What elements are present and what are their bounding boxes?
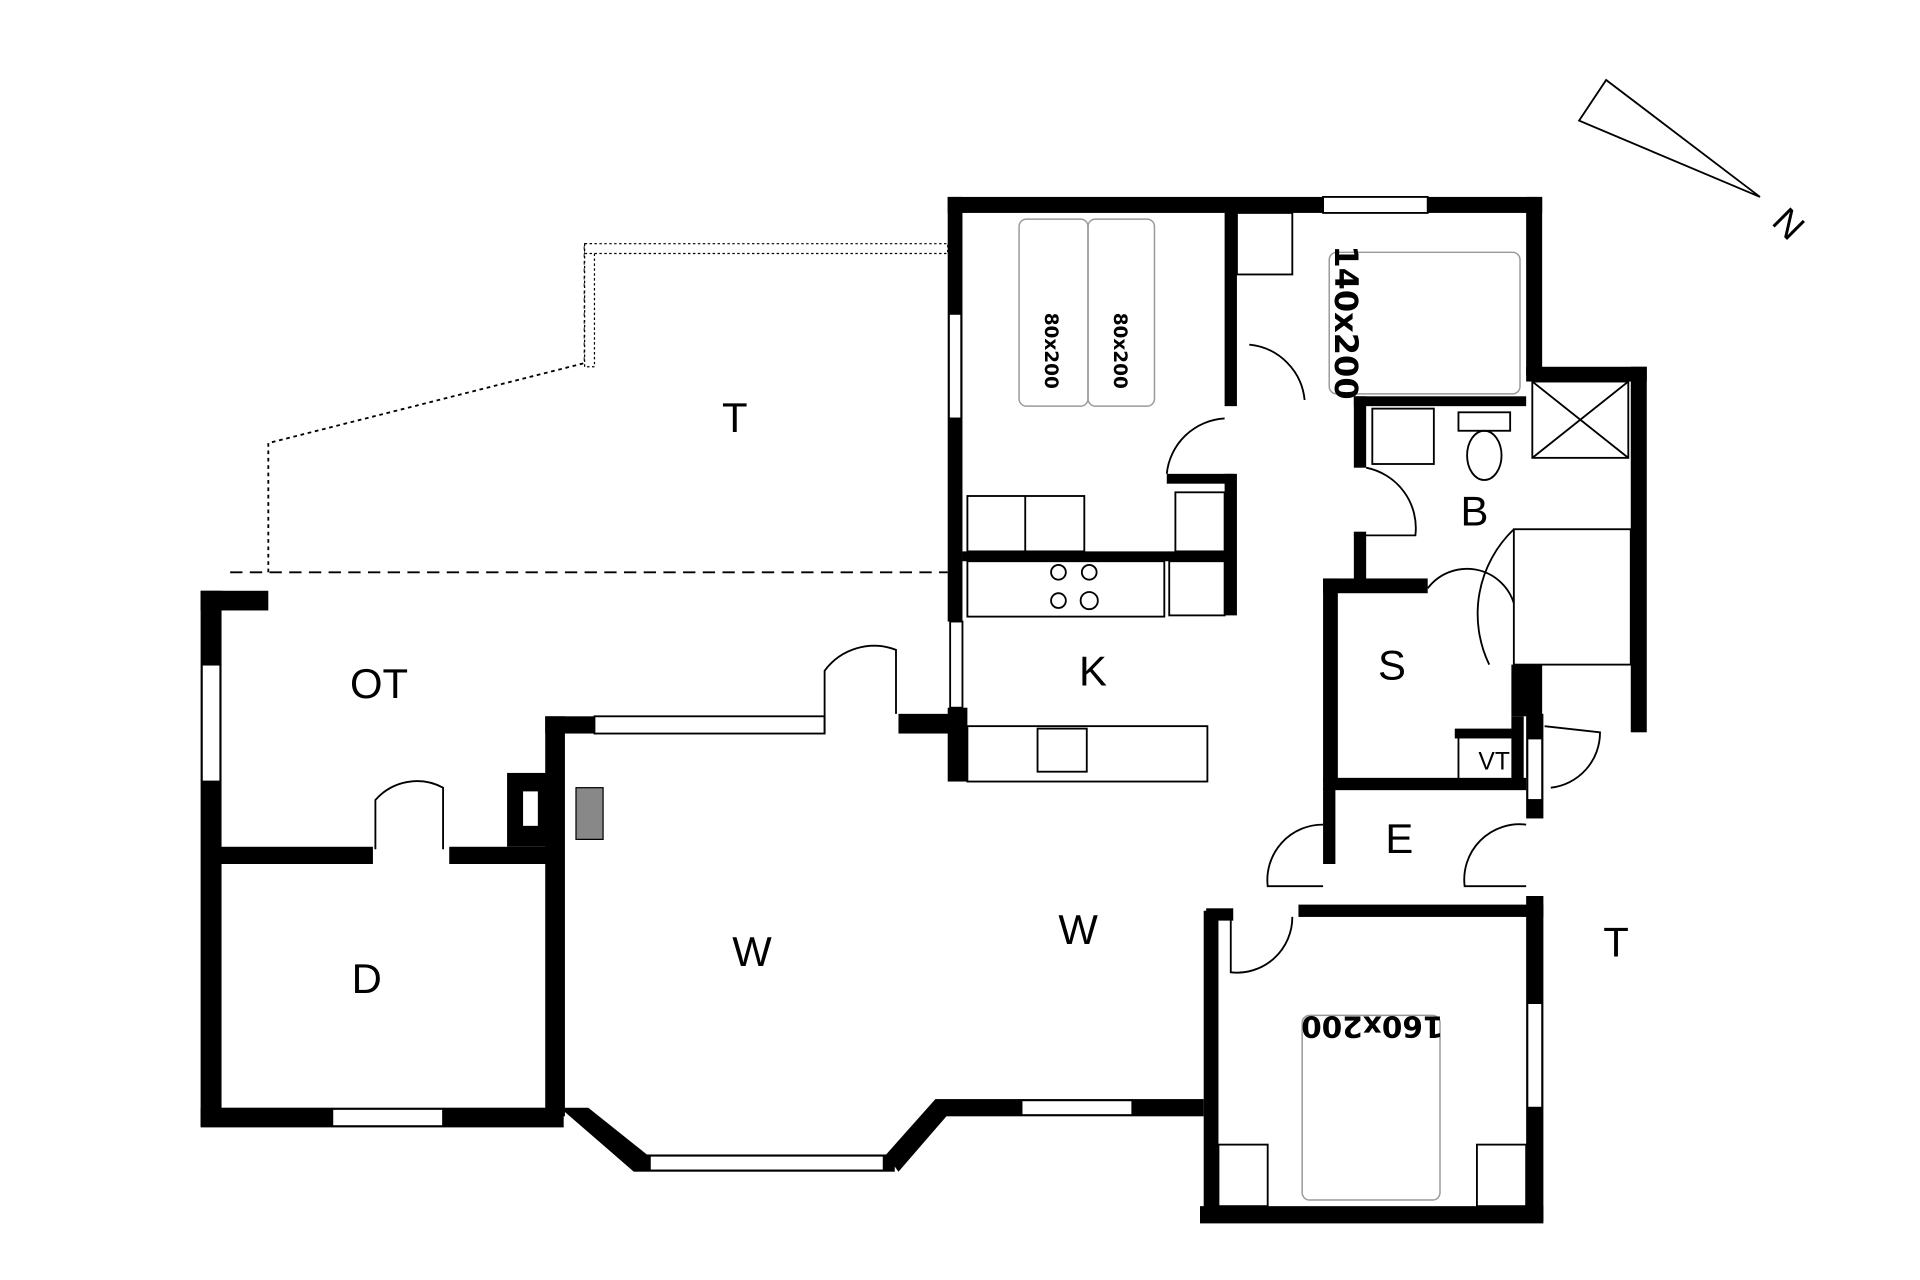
room-label-living-2: W bbox=[1058, 906, 1098, 953]
room-label-terrace: T bbox=[722, 394, 748, 441]
walls bbox=[200, 196, 1647, 1224]
room-label-entrance: E bbox=[1385, 815, 1413, 862]
bed-label-single-2: 80x200 bbox=[1109, 313, 1130, 389]
room-label-toilet: VT bbox=[1478, 749, 1509, 776]
terrace-outline bbox=[230, 243, 949, 574]
room-label-kitchen: K bbox=[1079, 648, 1107, 695]
compass-north-arrow-icon: N bbox=[1577, 78, 1813, 248]
room-label-bathroom: B bbox=[1461, 488, 1489, 535]
windows bbox=[200, 196, 1544, 1172]
room-label-terrace-right: T bbox=[1603, 918, 1629, 965]
bed-label-double-2: 160x200 bbox=[1301, 1010, 1443, 1044]
room-label-living-1: W bbox=[732, 928, 772, 975]
doors bbox=[374, 343, 1601, 974]
room-label-storage: S bbox=[1378, 641, 1406, 688]
room-label-covered-terrace: OT bbox=[350, 660, 408, 707]
bed-label-double-1: 140x200 bbox=[1327, 245, 1365, 399]
room-label-den: D bbox=[352, 955, 382, 1002]
bed-label-single-1: 80x200 bbox=[1040, 313, 1061, 389]
compass-label: N bbox=[1765, 200, 1813, 248]
fixtures bbox=[575, 212, 1632, 1208]
